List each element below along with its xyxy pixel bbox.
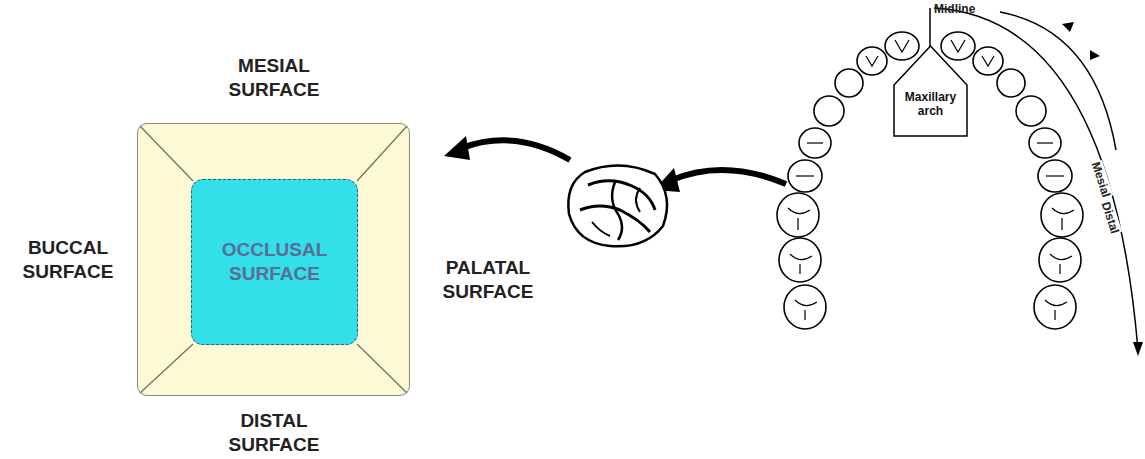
tooth-surface-square: MESIAL SURFACEBUCCAL SURFACEPALATAL SURF…	[137, 123, 410, 396]
bevel-line	[357, 126, 407, 181]
midline	[929, 8, 931, 46]
arch-label-box: Maxillary arch	[893, 45, 968, 137]
curved-arrow	[672, 170, 786, 184]
pentagon-shape	[894, 46, 967, 136]
bevel-line	[357, 344, 407, 393]
surface-label: BUCCAL SURFACE	[4, 236, 132, 284]
molar-tooth	[568, 165, 667, 246]
direction-arrow	[934, 8, 1138, 350]
surface-label: MESIAL SURFACE	[194, 54, 354, 102]
arch-label: Maxillary arch	[897, 91, 964, 119]
curved-arrow	[462, 140, 570, 160]
bevel-line	[140, 126, 193, 181]
arrow-head	[444, 136, 470, 160]
occlusal-box: OCCLUSAL SURFACE	[191, 179, 358, 345]
tooth-fissures	[788, 40, 1074, 320]
arrow-head	[1062, 22, 1074, 32]
direction-arrow	[1000, 12, 1116, 150]
dental-arch	[777, 32, 1083, 329]
direction-label: Mesial	[1089, 160, 1114, 199]
midline-label: Midline	[934, 2, 975, 16]
surface-label: PALATAL SURFACE	[421, 256, 555, 304]
arrow-head	[1133, 342, 1143, 356]
arrow-head	[1090, 50, 1100, 60]
surface-title: OCCLUSAL SURFACE	[210, 238, 340, 286]
surface-label: DISTAL SURFACE	[194, 409, 354, 457]
bevel-line	[140, 344, 193, 393]
